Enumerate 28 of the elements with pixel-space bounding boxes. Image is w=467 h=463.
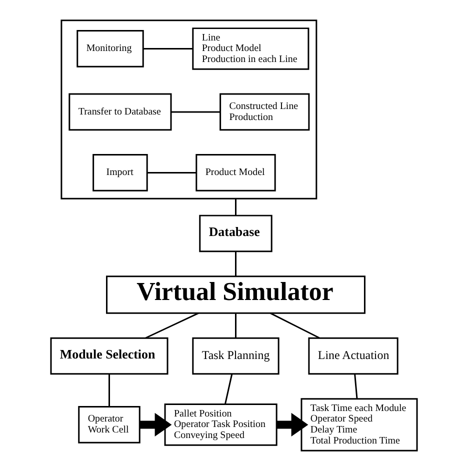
connector bbox=[354, 374, 358, 399]
connector bbox=[142, 48, 192, 50]
node-box: Pallet Position Operator Task Position Conveying Speed bbox=[164, 404, 277, 446]
connector bbox=[234, 198, 236, 216]
connector bbox=[170, 111, 220, 113]
node-box: Line Product Model Production in each Line bbox=[192, 28, 309, 70]
node-box: Virtual Simulator bbox=[106, 276, 365, 314]
connector bbox=[224, 374, 232, 404]
node-box: Operator Work Cell bbox=[78, 406, 140, 444]
node-box: Database bbox=[198, 214, 272, 252]
node-box: Product Model bbox=[195, 154, 276, 192]
connector bbox=[108, 374, 110, 406]
arrow bbox=[139, 412, 172, 437]
connector bbox=[234, 313, 236, 338]
arrow bbox=[276, 412, 308, 437]
node-box: Task Time each Module Operator Speed Delay Time Total Production Time bbox=[300, 398, 418, 452]
connector bbox=[145, 312, 198, 339]
connector bbox=[270, 312, 320, 339]
node-box: Module Selection bbox=[50, 337, 168, 375]
node-box: Line Actuation bbox=[308, 337, 398, 375]
node-box: Transfer to Database bbox=[68, 93, 172, 131]
node-box: Monitoring bbox=[76, 30, 144, 68]
cluster bbox=[60, 20, 317, 200]
node-box: Constructed Line Production bbox=[219, 93, 310, 131]
node-box: Import bbox=[92, 154, 148, 192]
node-box: Task Planning bbox=[192, 337, 279, 375]
connector bbox=[146, 172, 196, 174]
connector bbox=[234, 252, 236, 276]
